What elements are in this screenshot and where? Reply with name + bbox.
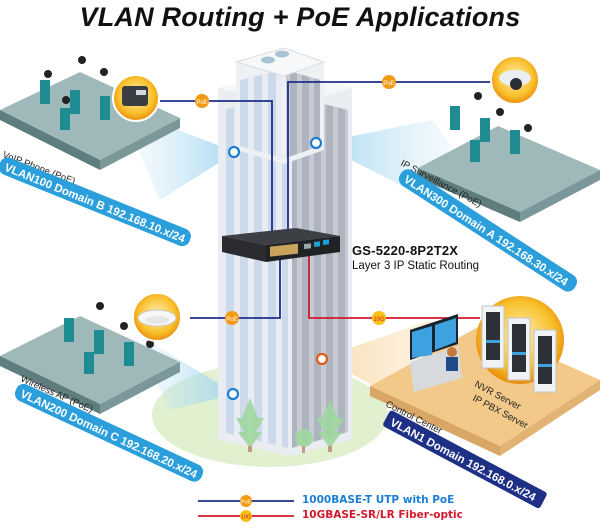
- office-voip: [0, 56, 180, 170]
- legend-10g-badge: 10G: [241, 515, 251, 521]
- office-wireless: [0, 302, 180, 414]
- access-point-icon: [132, 292, 182, 342]
- trees: [236, 398, 344, 453]
- legend-fiber-label: 10GBASE-SR/LR Fiber-optic: [302, 509, 463, 521]
- ip-phone-icon: [112, 74, 160, 122]
- poe-badge-text: PoE: [226, 317, 237, 323]
- legend-poe-badge: PoE: [241, 500, 252, 506]
- link-point-voip: [227, 145, 241, 159]
- legend-utp: PoE 1000BASE-T UTP with PoE: [198, 494, 518, 509]
- utp-line-wireless: [190, 256, 281, 319]
- poe-badge-voip: PoE: [195, 94, 209, 108]
- legend-utp-label: 1000BASE-T UTP with PoE: [302, 494, 455, 506]
- office-surveillance: [418, 92, 600, 222]
- tenG-badge-control: 10G: [372, 311, 386, 325]
- link-point-surveillance: [309, 136, 323, 150]
- beam-wireless: [130, 330, 236, 410]
- poe-badge-surveillance: PoE: [382, 75, 396, 89]
- switch-device: [222, 228, 340, 262]
- server-rack-icon: [476, 296, 564, 393]
- fiber-line-control: [308, 256, 480, 319]
- switch-label: GS-5220-8P2T2X Layer 3 IP Static Routing: [352, 243, 479, 272]
- switch-model: GS-5220-8P2T2X: [352, 243, 459, 258]
- poe-badge-wireless: PoE: [225, 311, 239, 325]
- legend: PoE 1000BASE-T UTP with PoE 10G 10GBASE-…: [198, 494, 518, 524]
- link-point-control: [315, 352, 329, 366]
- utp-line-surveillance: [287, 81, 498, 236]
- dome-camera-icon: [490, 55, 540, 105]
- switch-description: Layer 3 IP Static Routing: [352, 260, 479, 272]
- poe-badge-text: PoE: [196, 100, 207, 106]
- tenG-badge-text: 10G: [373, 317, 385, 323]
- legend-fiber: 10G 10GBASE-SR/LR Fiber-optic: [198, 509, 518, 524]
- legend-utp-swatch: PoE: [198, 495, 294, 507]
- poe-badge-text: PoE: [383, 81, 394, 87]
- legend-fiber-swatch: 10G: [198, 510, 294, 522]
- page-title: VLAN Routing + PoE Applications: [79, 2, 521, 32]
- office-tower: [218, 47, 352, 456]
- link-point-wireless: [226, 387, 240, 401]
